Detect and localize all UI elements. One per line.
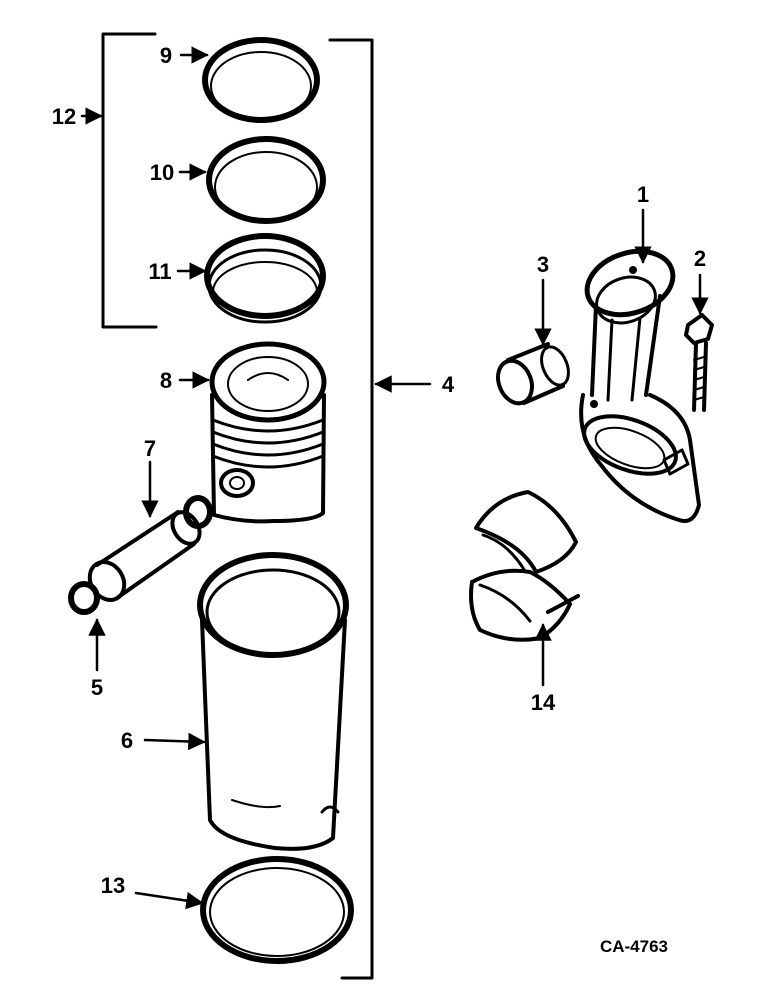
callout-8: 8 bbox=[160, 368, 172, 393]
callout-4: 4 bbox=[442, 372, 455, 397]
callout-1: 1 bbox=[637, 182, 649, 207]
rod-bushing bbox=[496, 342, 570, 406]
rod-bearing-upper bbox=[474, 490, 578, 574]
callout-10: 10 bbox=[150, 160, 174, 185]
callout-11: 11 bbox=[148, 259, 171, 284]
piston-ring-11 bbox=[204, 233, 326, 324]
leader-lines bbox=[80, 46, 709, 910]
piston-ring-10 bbox=[206, 136, 326, 224]
figure-code: CA-4763 bbox=[600, 937, 668, 956]
callout-9: 9 bbox=[160, 43, 172, 68]
group-bracket-12 bbox=[101, 32, 158, 329]
callout-7: 7 bbox=[144, 436, 156, 461]
callout-5: 5 bbox=[91, 675, 103, 700]
piston-ring-9 bbox=[202, 37, 320, 123]
rod-bearing-lower bbox=[469, 568, 580, 642]
callout-3: 3 bbox=[537, 252, 549, 277]
group-bracket-4 bbox=[328, 38, 374, 980]
callout-14: 14 bbox=[531, 690, 556, 715]
seal-ring bbox=[200, 856, 354, 964]
callout-6: 6 bbox=[121, 728, 133, 753]
snap-ring-left bbox=[68, 581, 100, 615]
cylinder-sleeve bbox=[197, 552, 349, 851]
snap-ring-right bbox=[183, 495, 213, 529]
rod-bolt bbox=[684, 313, 714, 412]
piston bbox=[209, 341, 327, 524]
connecting-rod bbox=[579, 248, 701, 523]
callout-2: 2 bbox=[694, 246, 706, 271]
callout-13: 13 bbox=[101, 873, 125, 898]
callout-12: 12 bbox=[52, 104, 76, 129]
